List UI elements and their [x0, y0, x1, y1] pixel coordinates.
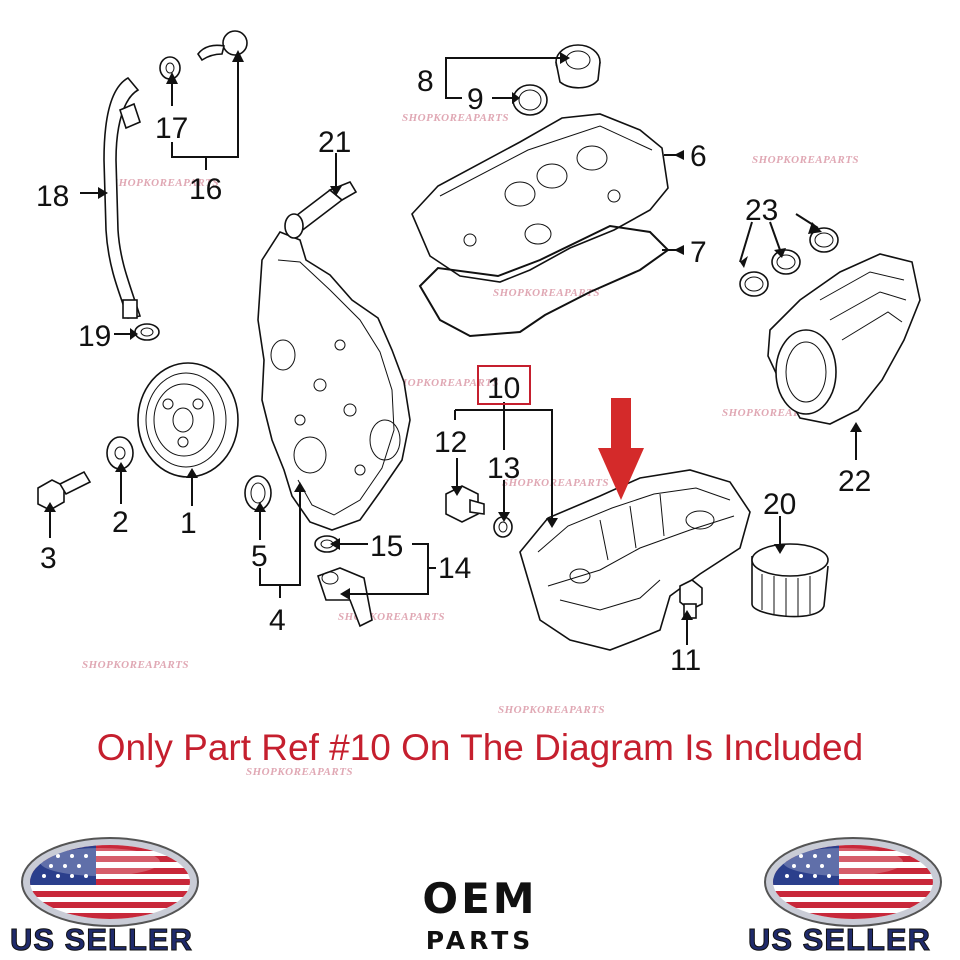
part-23-clamps — [739, 227, 839, 297]
callout-12: 12 — [434, 426, 467, 459]
callout-22: 22 — [838, 465, 871, 498]
watermark-3: SHOPKOREAPARTS — [112, 177, 219, 189]
part-19-o-ring — [134, 323, 160, 341]
watermark-1: SHOPKOREAPARTS — [402, 112, 509, 124]
watermark-8: SHOPKOREAPARTS — [338, 611, 445, 623]
callout-21: 21 — [318, 126, 351, 159]
part-1-crankshaft-pulley — [137, 362, 239, 478]
callout-16: 16 — [189, 173, 222, 206]
callout-numbers: 18 17 16 21 19 8 9 6 7 23 22 10 12 13 1 … — [36, 65, 871, 677]
watermark-9: SHOPKOREAPARTS — [82, 659, 189, 671]
watermark-2: SHOPKOREAPARTS — [752, 154, 859, 166]
part-3-pulley-bolt — [37, 470, 92, 511]
watermark-10: SHOPKOREAPARTS — [498, 704, 605, 716]
callout-3: 3 — [40, 542, 57, 575]
callout-23: 23 — [745, 194, 778, 227]
part-6-cylinder-head-cover — [411, 113, 669, 283]
part-10-oil-pan — [519, 469, 751, 651]
part-12-oil-pressure-switch — [445, 485, 485, 523]
brand-parts: PARTS — [425, 926, 535, 955]
callout-9: 9 — [467, 83, 484, 116]
callout-8: 8 — [417, 65, 434, 98]
callout-14: 14 — [438, 552, 471, 585]
callout-10: 10 — [487, 372, 520, 405]
watermark-11: SHOPKOREAPARTS — [246, 766, 353, 778]
part-8-oil-filler-cap — [555, 44, 601, 89]
part-17-dipstick-seal — [159, 56, 181, 80]
callout-4: 4 — [269, 604, 286, 637]
part-20-oil-filter — [751, 543, 829, 618]
watermark-4: SHOPKOREAPARTS — [493, 287, 600, 299]
brand-oem: OEM — [422, 874, 538, 923]
callout-6: 6 — [690, 140, 707, 173]
callout-19: 19 — [78, 320, 111, 353]
callout-7: 7 — [690, 236, 707, 269]
callout-11: 11 — [670, 644, 701, 677]
highlight-arrow — [598, 398, 644, 500]
callout-18: 18 — [36, 180, 69, 213]
us-flag-badge-left — [21, 837, 199, 927]
callout-15: 15 — [370, 530, 403, 563]
callout-5: 5 — [251, 540, 268, 573]
part-11-drain-plug — [679, 579, 703, 619]
us-seller-label-right: US SELLER — [748, 922, 931, 958]
us-seller-label-left: US SELLER — [10, 922, 193, 958]
callout-1: 1 — [180, 507, 197, 540]
watermark-7: SHOPKOREAPARTS — [502, 477, 609, 489]
us-flag-badge-right — [764, 837, 942, 927]
part-7-cover-gasket — [418, 224, 670, 338]
leader-lines — [49, 57, 857, 645]
included-part-notice: Only Part Ref #10 On The Diagram Is Incl… — [96, 727, 864, 768]
arrowheads — [44, 50, 862, 620]
part-22-intake-manifold — [767, 253, 921, 425]
watermark-5: SHOPKOREAPARTS — [392, 377, 499, 389]
part-18-dipstick-tube — [103, 76, 142, 319]
callout-17: 17 — [155, 112, 188, 145]
part-9-filler-cap-gasket — [512, 84, 548, 116]
callout-20: 20 — [763, 488, 796, 521]
part-21-oil-control-valve — [284, 181, 358, 239]
part-16-dipstick-gauge — [197, 30, 248, 62]
part-5-front-oil-seal — [244, 475, 272, 511]
highlight-box-10 — [477, 365, 531, 405]
callout-13: 13 — [487, 452, 520, 485]
part-4-timing-chain-cover — [257, 231, 411, 531]
callout-2: 2 — [112, 506, 129, 539]
